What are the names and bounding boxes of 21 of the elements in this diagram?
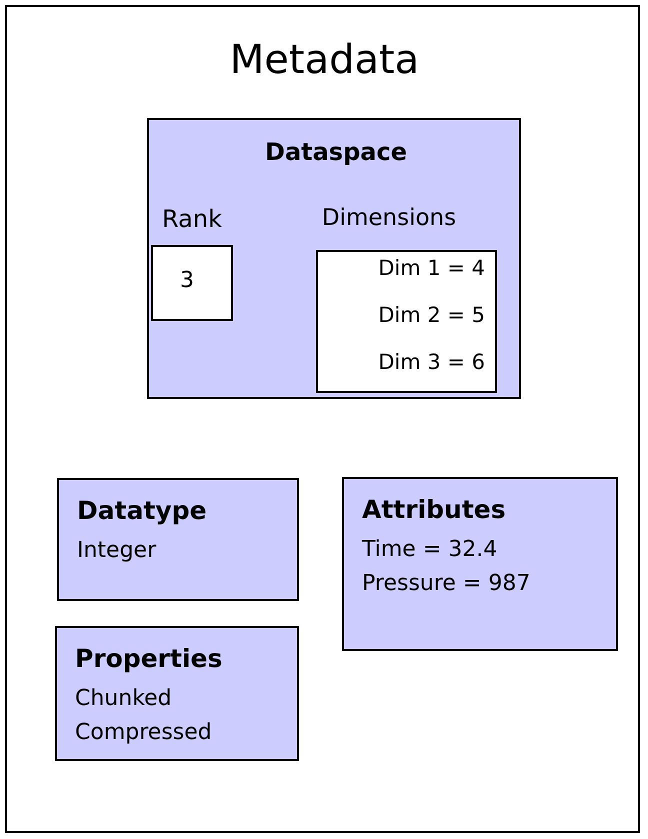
value-text: Time = 32.4: [362, 537, 498, 562]
field-label: Rank: [161, 205, 223, 233]
value-text: Dim 2 = 5: [377, 303, 485, 327]
properties-card: [55, 626, 299, 761]
value-text: 3: [179, 268, 195, 293]
value-text: Chunked: [75, 686, 172, 711]
datatype-card: [57, 478, 299, 601]
outer-panel: [5, 5, 640, 833]
field-label: Dimensions: [320, 205, 458, 231]
value-text: Dim 1 = 4: [377, 256, 485, 280]
value-text: Dim 3 = 6: [377, 350, 485, 374]
value-text: Integer: [77, 538, 156, 563]
heading: Metadata: [228, 37, 420, 83]
heading: Attributes: [362, 495, 506, 524]
heading: Properties: [75, 644, 222, 673]
dataspace-panel: [147, 118, 521, 399]
heading: Dataspace: [264, 138, 408, 166]
value-text: Compressed: [75, 720, 212, 745]
value-text: Pressure = 987: [362, 571, 530, 596]
attributes-card: [342, 477, 618, 651]
heading: Datatype: [77, 496, 207, 525]
